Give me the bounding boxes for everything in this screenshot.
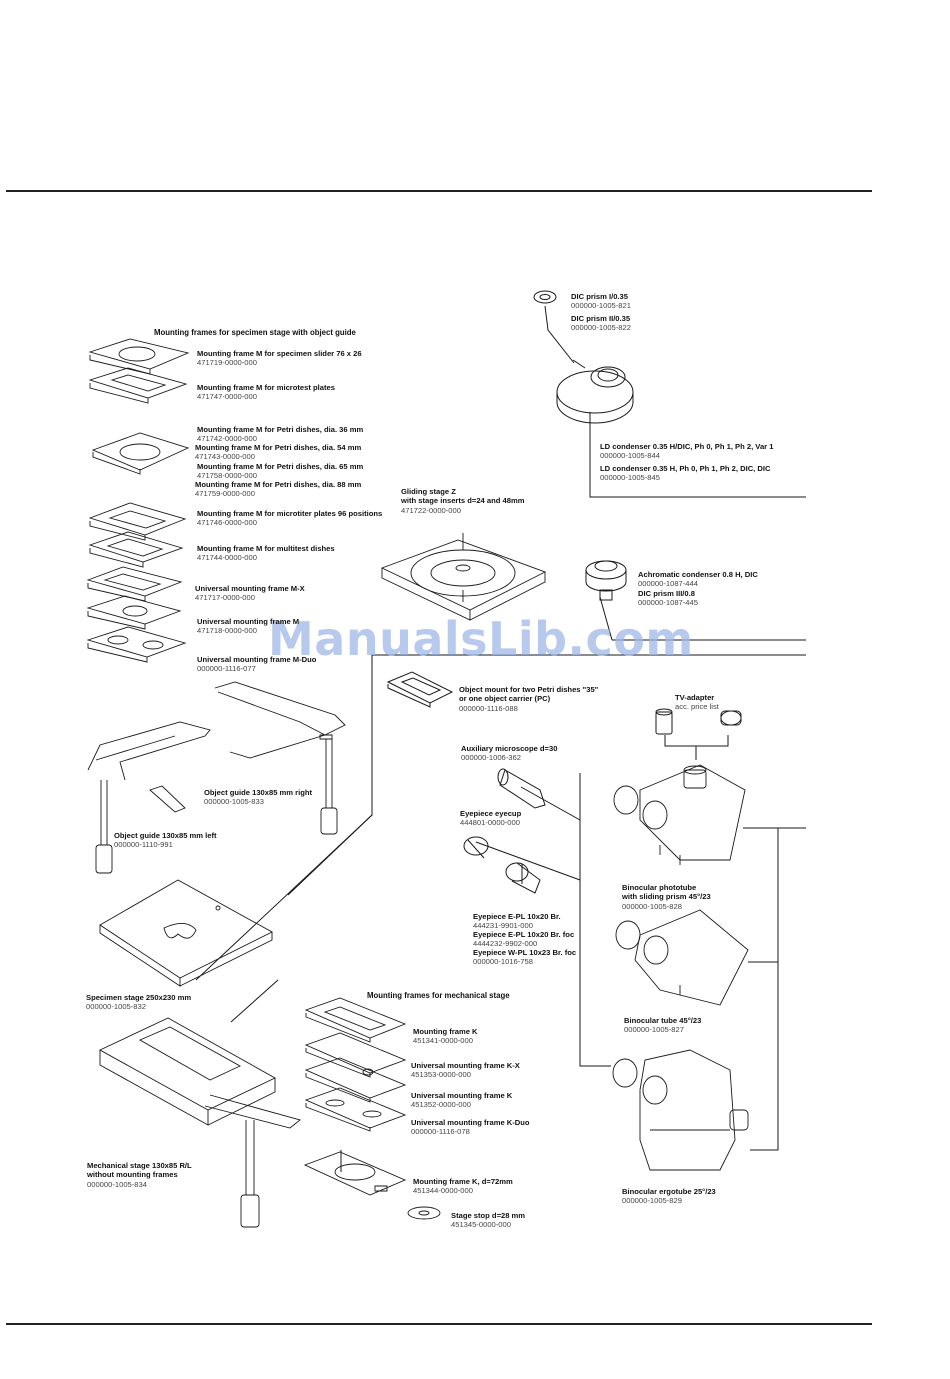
label-mf-petri36: Mounting frame M for Petri dishes, dia. …: [197, 425, 364, 444]
phototube-drawing: [614, 765, 745, 865]
top-rule: [6, 190, 872, 192]
achromatic-condenser-drawing: [586, 561, 626, 600]
heading-mounting-frames-guide: Mounting frames for specimen stage with …: [154, 328, 356, 337]
label-mf-slider: Mounting frame M for specimen slider 76 …: [197, 349, 362, 368]
mechanical-frames-stack-drawing: [305, 998, 440, 1219]
bottom-rule: [6, 1323, 872, 1325]
mounting-frames-stack-drawing: [88, 339, 188, 662]
connector-lines: [196, 306, 806, 1172]
tv-adapter-drawing: [656, 709, 741, 734]
aux-microscope-drawing: [498, 769, 545, 808]
label-ld-condenser-1: LD condenser 0.35 H/DIC, Ph 0, Ph 1, Ph …: [600, 442, 774, 461]
label-mf-petri54: Mounting frame M for Petri dishes, dia. …: [195, 443, 362, 462]
ld-condenser-drawing: [557, 360, 633, 423]
label-mf-petri65: Mounting frame M for Petri dishes, dia. …: [197, 462, 364, 481]
eyepiece-drawing: [506, 863, 540, 893]
object-mount-drawing: [388, 672, 452, 707]
binocular-tube-drawing: [616, 910, 748, 1005]
label-mf-microtiter: Mounting frame M for microtiter plates 9…: [197, 509, 383, 528]
ergotube-drawing: [613, 1050, 748, 1170]
mechanical-stage-drawing: [100, 1018, 300, 1227]
specimen-stage-drawing: [100, 880, 272, 986]
label-mf-petri88: Mounting frame M for Petri dishes, dia. …: [195, 480, 362, 499]
label-eyepiece-1: Eyepiece E-PL 10x20 Br.444231-9901-000: [473, 912, 561, 931]
gliding-stage-drawing: [382, 533, 545, 620]
label-ld-condenser-2: LD condenser 0.35 H, Ph 0, Ph 1, Ph 2, D…: [600, 464, 771, 483]
label-object-mount: Object mount for two Petri dishes "35"or…: [459, 685, 599, 713]
object-guide-drawing: [88, 682, 345, 873]
watermark: ManualsLib.com: [268, 612, 694, 666]
dic-prism-drawing: [534, 291, 556, 303]
eyecup-drawing: [464, 837, 488, 858]
heading-mounting-frames-mechanical: Mounting frames for mechanical stage: [367, 991, 510, 1000]
